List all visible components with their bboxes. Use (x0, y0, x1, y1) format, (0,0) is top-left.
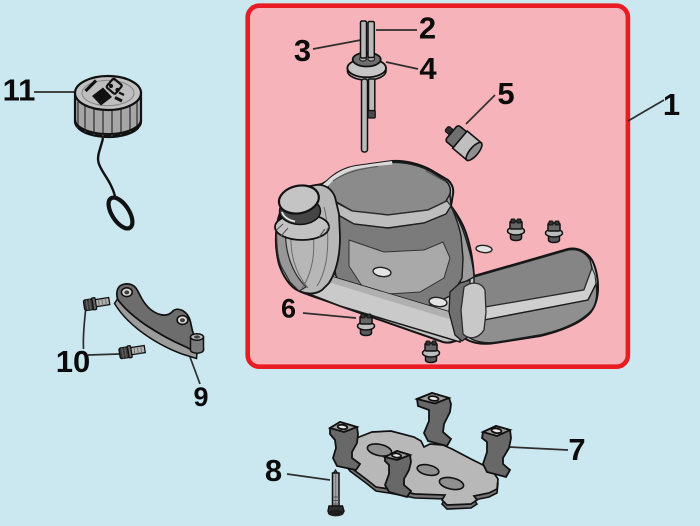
svg-text:10: 10 (56, 344, 90, 379)
svg-text:2: 2 (419, 11, 436, 46)
svg-text:1: 1 (663, 87, 680, 122)
svg-text:11: 11 (3, 73, 36, 108)
svg-text:6: 6 (281, 294, 296, 324)
svg-text:3: 3 (294, 33, 311, 68)
svg-text:4: 4 (419, 51, 437, 86)
svg-text:7: 7 (568, 432, 585, 467)
svg-text:5: 5 (497, 76, 514, 111)
svg-text:8: 8 (265, 453, 282, 488)
svg-text:9: 9 (193, 382, 208, 412)
